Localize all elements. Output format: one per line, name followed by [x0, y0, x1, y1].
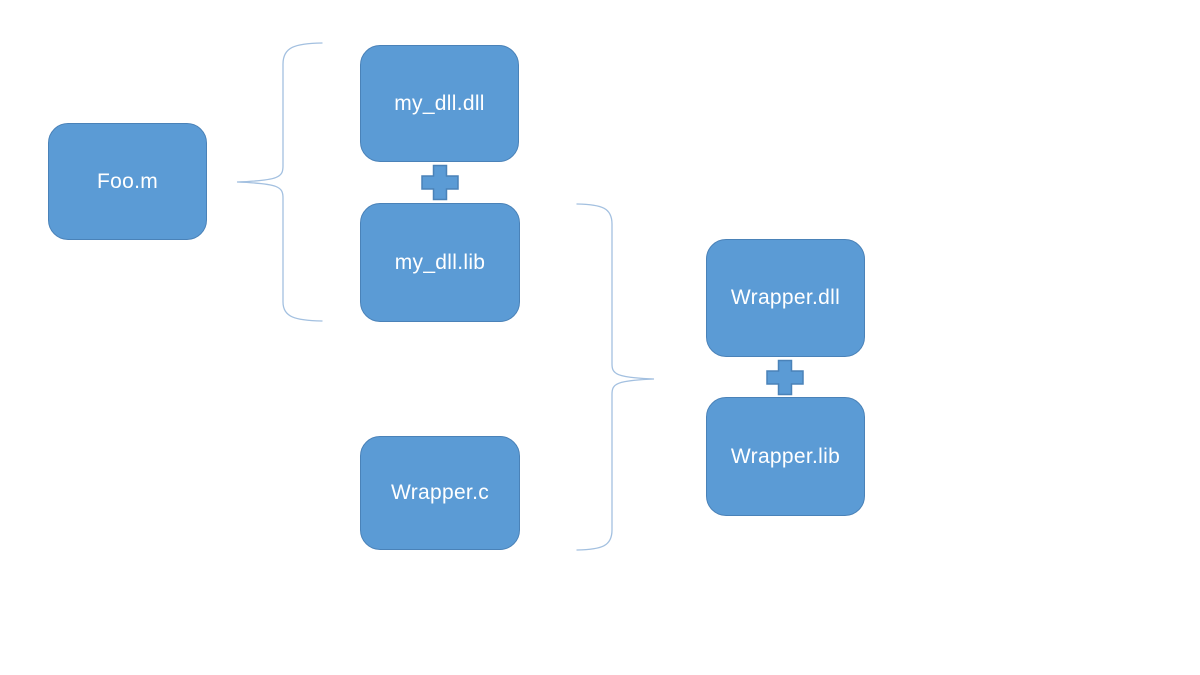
- left-curly-brace-icon: [236, 42, 323, 322]
- plus-icon: [421, 164, 459, 201]
- node-wrapper-lib: Wrapper.lib: [706, 397, 865, 516]
- right-curly-brace-icon: [576, 203, 655, 551]
- node-label: Wrapper.dll: [730, 286, 841, 309]
- node-label: my_dll.dll: [394, 91, 485, 115]
- node-wrapper-dll: Wrapper.dll: [706, 239, 865, 357]
- node-label: Wrapper.lib: [730, 444, 841, 468]
- node-foo-m: Foo.m: [48, 123, 207, 240]
- node-my-dll-dll: my_dll.dll: [360, 45, 519, 162]
- node-label: my_dll.lib: [394, 250, 486, 274]
- node-label: Foo.m: [96, 169, 158, 193]
- node-my-dll-lib: my_dll.lib: [360, 203, 520, 322]
- node-wrapper-c: Wrapper.c: [360, 436, 520, 550]
- plus-icon: [766, 359, 804, 396]
- node-label: Wrapper.c: [390, 481, 490, 504]
